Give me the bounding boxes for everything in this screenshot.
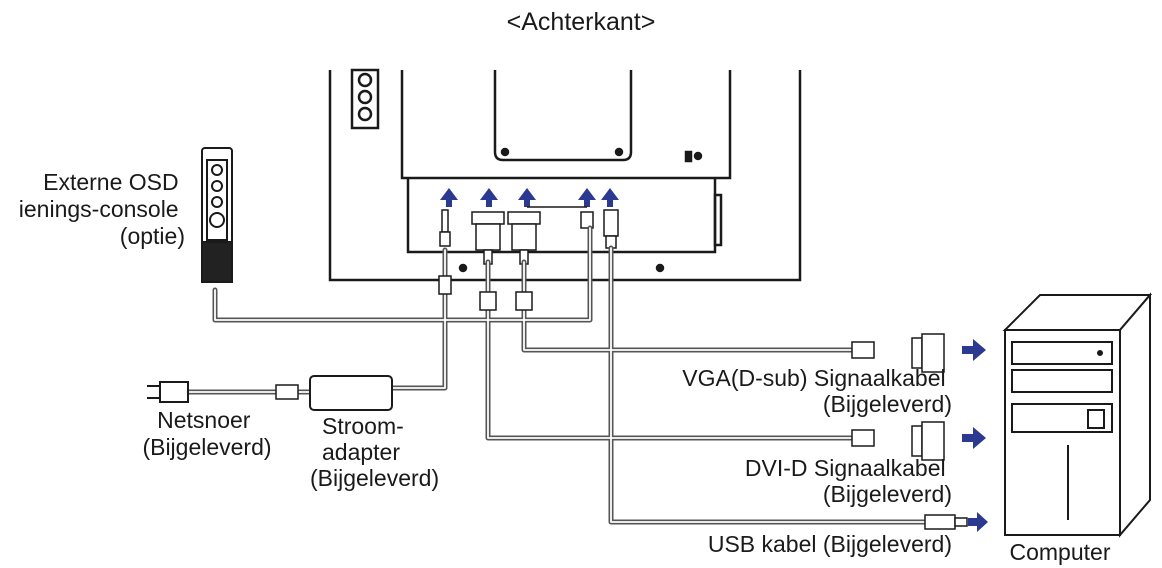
- dvi-pc-plug: [911, 421, 945, 461]
- dvi-plug: [471, 211, 505, 265]
- pc-arrows: [962, 339, 988, 532]
- power-cord-label: Netsnoer (Bijgeleverd): [142, 407, 271, 460]
- arrow-up-icon: [578, 188, 596, 207]
- external-osd-console: [201, 147, 233, 283]
- mains-plug-icon: [147, 381, 189, 403]
- arrow-up-icon: [480, 188, 498, 207]
- arrow-right-icon: [968, 512, 988, 532]
- dc-plug: [441, 209, 449, 233]
- usb-pc-plug: [924, 514, 968, 530]
- arrow-up-icon: [440, 188, 458, 207]
- dvi-cable-label: DVI-D Signaalkabel (Bijgeleverd): [745, 455, 952, 507]
- usb-cable-label: USB kabel (Bijgeleverd): [708, 531, 952, 557]
- computer-tower: [1002, 292, 1153, 538]
- diagram-title: <Achterkant>: [507, 8, 656, 36]
- usb-plug: [603, 209, 619, 237]
- power-adapter-brick: [309, 375, 393, 411]
- monitor-back: [328, 68, 802, 282]
- vga-cable-label: VGA(D-sub) Signaalkabel (Bijgeleverd): [682, 365, 952, 417]
- panel-connectors: [439, 209, 619, 265]
- power-adapter-label: Stroom- adapter (Bijgeleverd): [310, 413, 439, 491]
- arrow-right-icon: [962, 427, 986, 449]
- osd-console-label: Externe OSD ienings-console (optie): [19, 169, 185, 249]
- arrow-right-icon: [962, 339, 986, 361]
- computer-label: Computer: [1010, 539, 1111, 565]
- arrow-up-icon: [518, 188, 536, 207]
- osd-plug: [580, 211, 594, 229]
- vga-plug: [507, 211, 541, 265]
- port-arrows: [440, 188, 619, 207]
- arrow-up-icon: [601, 188, 619, 207]
- vga-pc-plug: [911, 333, 945, 373]
